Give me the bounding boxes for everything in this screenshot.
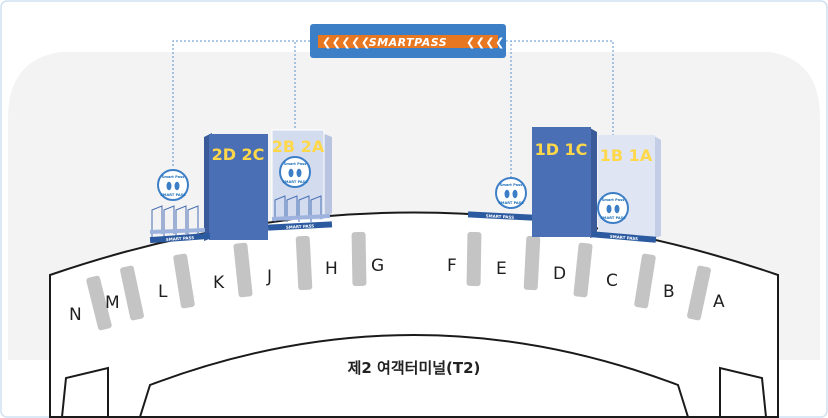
banner-stripe bbox=[318, 35, 498, 48]
counter-label-b: B bbox=[663, 282, 675, 302]
counter-bar-e bbox=[523, 235, 541, 291]
smartpass-banner: ❮❮❮❮❮ SMARTPASS ❮❮❮❮❮ bbox=[310, 24, 515, 58]
connector-west-outer bbox=[172, 40, 310, 168]
sign-east-secondary: Smart Pass SMART PASS bbox=[597, 192, 629, 224]
terminal-building bbox=[49, 211, 779, 418]
gate-1b-1a-label: 1B 1A bbox=[600, 146, 653, 165]
counter-bar-g bbox=[351, 231, 367, 287]
counter-label-h: H bbox=[325, 259, 338, 279]
egate-line bbox=[175, 205, 187, 237]
footprints-icon bbox=[504, 189, 518, 199]
gate-2b-2a-label: 2B 2A bbox=[272, 137, 325, 156]
sign-west-secondary: Smart Pass SMART PASS bbox=[279, 156, 311, 188]
counter-label-g: G bbox=[371, 256, 384, 276]
counter-bar-l bbox=[120, 265, 144, 321]
egates-west-main bbox=[149, 205, 206, 237]
sign-text: Smart Pass bbox=[602, 198, 625, 202]
sign-text: SMART PASS bbox=[498, 201, 524, 205]
terminal-name: 제2 여객터미널(T2) bbox=[348, 359, 481, 377]
gate-1b-1a-side bbox=[654, 136, 661, 238]
sign-text: Smart Pass bbox=[162, 175, 185, 179]
egate-line bbox=[163, 205, 175, 237]
banner-arrows-left: ❮❮❮❮❮ bbox=[322, 36, 371, 49]
sign-ring bbox=[157, 169, 189, 201]
strip-east-secondary bbox=[591, 231, 657, 243]
counter-label-e: E bbox=[496, 259, 507, 279]
strip-east-main-text: SMART PASS bbox=[486, 213, 515, 219]
sign-text: Smart Pass bbox=[284, 162, 307, 166]
counter-label-n: N bbox=[69, 305, 82, 325]
egates-west-secondary bbox=[271, 195, 331, 222]
gate-2d-2c-label: 2D 2C bbox=[212, 145, 265, 164]
gate-1b-1a: 1B 1A bbox=[598, 135, 661, 238]
counter-label-j: J bbox=[266, 267, 272, 287]
sign-text: SMART PASS bbox=[600, 216, 626, 220]
counter-bar-h bbox=[295, 235, 313, 291]
banner-title: SMARTPASS bbox=[369, 36, 447, 49]
sign-text: Smart Pass bbox=[500, 183, 523, 187]
counter-label-a: A bbox=[713, 292, 725, 312]
counter-bar-f bbox=[466, 231, 482, 287]
egate-line bbox=[286, 195, 298, 222]
sign-ring bbox=[279, 156, 311, 188]
sign-ring bbox=[597, 192, 629, 224]
entrance-right bbox=[719, 366, 767, 418]
gate-1d-1c-side bbox=[590, 128, 597, 238]
banner-arrows-right: ❮❮❮❮❮ bbox=[466, 36, 515, 49]
strip-west-secondary bbox=[267, 221, 333, 231]
egate-line bbox=[274, 195, 286, 222]
footprints-icon bbox=[166, 181, 180, 191]
counter-labels: N M L K J H G F E D C B A bbox=[69, 256, 725, 325]
counter-label-c: C bbox=[606, 271, 618, 291]
counter-bar-b bbox=[687, 265, 711, 321]
strip-east-main bbox=[467, 211, 533, 221]
strip-west-main-text: SMART PASS bbox=[166, 235, 195, 242]
sign-east-main: Smart Pass SMART PASS bbox=[495, 177, 527, 209]
gate-2d-2c-box bbox=[209, 134, 268, 240]
counter-bar-d bbox=[573, 242, 593, 298]
sign-text: SMART PASS bbox=[282, 180, 308, 184]
footprints-icon bbox=[606, 204, 620, 214]
gate-1d-1c: 1D 1C bbox=[532, 127, 597, 238]
counter-label-l: L bbox=[158, 282, 168, 302]
sign-ring bbox=[495, 177, 527, 209]
sign-text: SMART PASS bbox=[160, 193, 186, 197]
counter-label-k: K bbox=[213, 273, 225, 293]
strip-east-secondary-text: SMART PASS bbox=[610, 234, 639, 241]
floor-strips: SMART PASS SMART PASS SMART PASS SMART P… bbox=[149, 211, 657, 244]
footprints-icon bbox=[288, 168, 302, 178]
counter-bar-k bbox=[173, 253, 195, 309]
gate-1d-1c-box bbox=[532, 127, 591, 237]
egate-base bbox=[271, 214, 331, 221]
strip-west-secondary-text: SMART PASS bbox=[286, 223, 315, 229]
counter-label-d: D bbox=[553, 264, 566, 284]
strip-west-main bbox=[149, 232, 211, 244]
counter-bar-j bbox=[233, 242, 253, 298]
counter-bar-n bbox=[86, 275, 112, 331]
counter-bars bbox=[86, 231, 711, 331]
counter-bar-c bbox=[634, 253, 656, 309]
egate-line bbox=[298, 195, 310, 222]
egate-base bbox=[149, 228, 206, 234]
egate-line bbox=[151, 205, 163, 237]
gate-1d-1c-label: 1D 1C bbox=[535, 140, 588, 159]
entrance-left bbox=[61, 366, 109, 418]
counter-label-m: M bbox=[105, 293, 120, 313]
sign-west-main: Smart Pass SMART PASS bbox=[157, 169, 189, 201]
terminal-inner-wall bbox=[139, 334, 689, 418]
gate-2d-2c: 2D 2C bbox=[204, 133, 268, 241]
egate-line bbox=[187, 205, 199, 237]
counter-label-f: F bbox=[447, 256, 457, 276]
egate-line bbox=[310, 195, 322, 222]
